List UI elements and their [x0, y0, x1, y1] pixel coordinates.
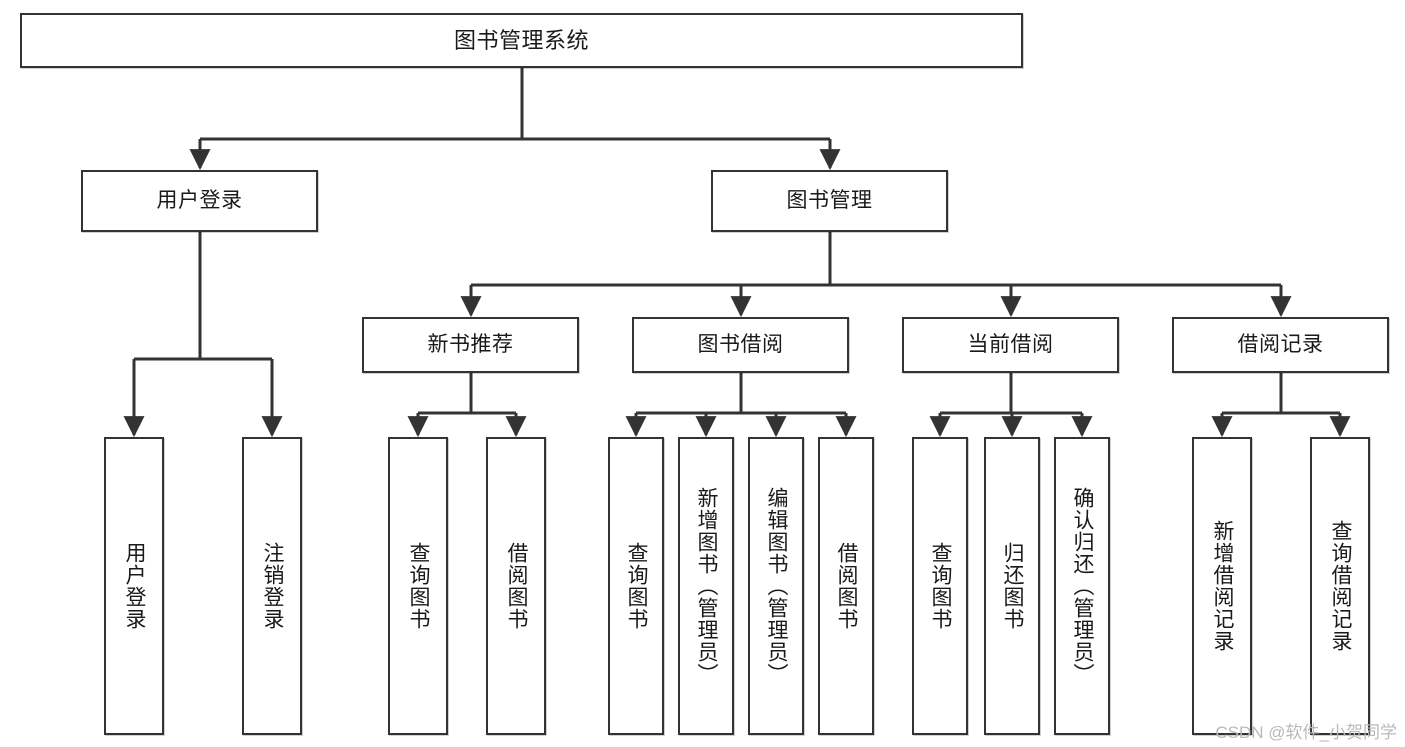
node-leaf-logout[interactable]: 注销登录	[242, 437, 302, 735]
node-leaf-query-book-1[interactable]: 查询图书	[388, 437, 448, 735]
node-leaf-borrow-book-1[interactable]: 借阅图书	[486, 437, 546, 735]
node-user-login-label: 用户登录	[156, 188, 243, 212]
node-leaf-query-borrow-record[interactable]: 查询借阅记录	[1310, 437, 1370, 735]
node-leaf-borrow-book-2[interactable]: 借阅图书	[818, 437, 874, 735]
node-new-book-recommend[interactable]: 新书推荐	[362, 317, 579, 373]
node-leaf-add-book-admin-label: 新增图书（管理员）	[695, 487, 719, 685]
node-leaf-query-book-2-label: 查询图书	[625, 542, 649, 630]
node-leaf-add-borrow-record-label: 新增借阅记录	[1211, 520, 1235, 652]
node-leaf-logout-label: 注销登录	[261, 542, 285, 630]
node-leaf-user-login-label: 用户登录	[123, 542, 147, 630]
node-leaf-borrow-book-1-label: 借阅图书	[505, 542, 529, 630]
node-leaf-return-book[interactable]: 归还图书	[984, 437, 1040, 735]
node-leaf-user-login[interactable]: 用户登录	[104, 437, 164, 735]
node-book-borrow[interactable]: 图书借阅	[632, 317, 849, 373]
node-book-borrow-label: 图书借阅	[697, 332, 784, 356]
node-current-borrow-label: 当前借阅	[967, 332, 1054, 356]
node-borrow-record[interactable]: 借阅记录	[1172, 317, 1389, 373]
node-current-borrow[interactable]: 当前借阅	[902, 317, 1119, 373]
node-leaf-add-book-admin[interactable]: 新增图书（管理员）	[678, 437, 734, 735]
node-user-login[interactable]: 用户登录	[81, 170, 318, 232]
node-leaf-return-book-label: 归还图书	[1001, 542, 1025, 630]
node-leaf-edit-book-admin-label: 编辑图书（管理员）	[765, 487, 789, 685]
csdn-watermark: CSDN @软件_小贺同学	[1215, 723, 1397, 742]
node-leaf-borrow-book-2-label: 借阅图书	[835, 542, 859, 630]
node-root-label: 图书管理系统	[453, 27, 589, 53]
node-root[interactable]: 图书管理系统	[20, 13, 1023, 68]
node-leaf-query-book-2[interactable]: 查询图书	[608, 437, 664, 735]
node-book-manage-label: 图书管理	[786, 188, 873, 212]
node-leaf-query-borrow-record-label: 查询借阅记录	[1329, 520, 1353, 652]
node-borrow-record-label: 借阅记录	[1237, 332, 1324, 356]
node-book-manage[interactable]: 图书管理	[711, 170, 948, 232]
node-leaf-confirm-return-admin-label: 确认归还（管理员）	[1071, 487, 1095, 685]
node-leaf-query-book-3-label: 查询图书	[929, 542, 953, 630]
node-leaf-confirm-return-admin[interactable]: 确认归还（管理员）	[1054, 437, 1110, 735]
node-leaf-edit-book-admin[interactable]: 编辑图书（管理员）	[748, 437, 804, 735]
node-leaf-query-book-1-label: 查询图书	[407, 542, 431, 630]
node-new-book-recommend-label: 新书推荐	[427, 332, 514, 356]
node-leaf-add-borrow-record[interactable]: 新增借阅记录	[1192, 437, 1252, 735]
node-leaf-query-book-3[interactable]: 查询图书	[912, 437, 968, 735]
